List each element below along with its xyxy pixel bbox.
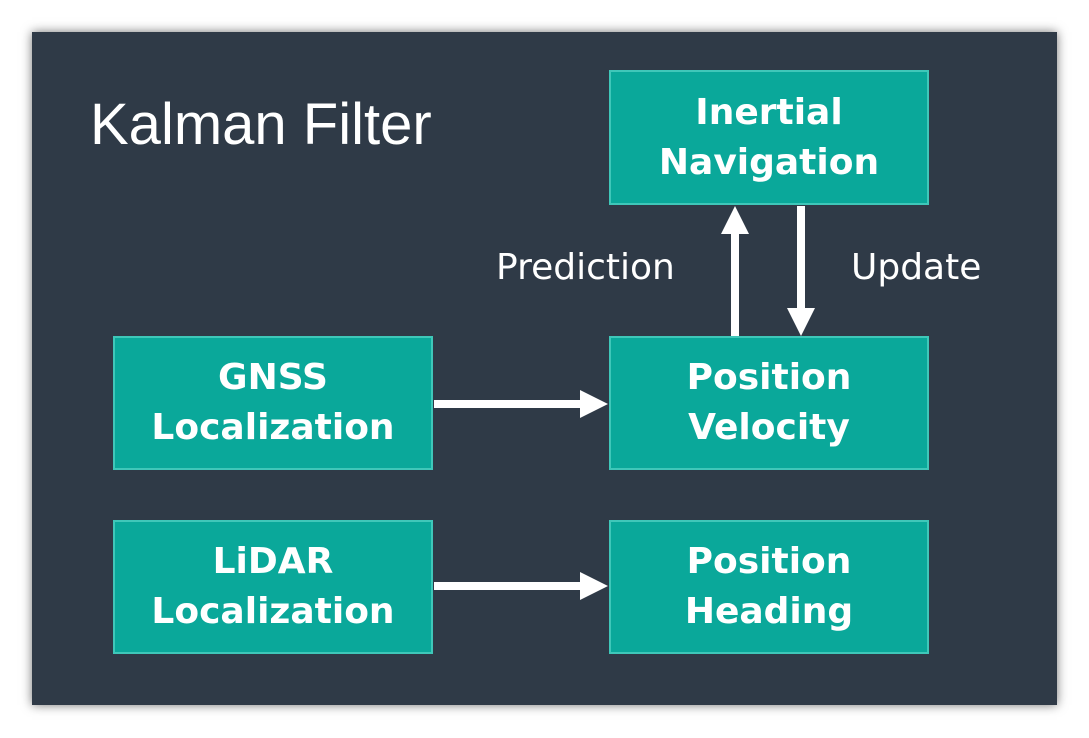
node-lidar-localization-line-1: LiDAR bbox=[212, 541, 334, 582]
edge-label-update: Update bbox=[851, 247, 982, 288]
node-inertial-navigation-line-1: Inertial bbox=[695, 91, 843, 133]
node-lidar-localization: LiDAR Localization bbox=[113, 520, 433, 654]
node-gnss-localization-line-2: Localization bbox=[151, 407, 395, 448]
node-position-heading-line-2: Heading bbox=[684, 591, 854, 632]
node-gnss-localization: GNSS Localization bbox=[113, 336, 433, 470]
node-position-velocity: Position Velocity bbox=[609, 336, 929, 470]
node-position-velocity-line-2: Velocity bbox=[688, 407, 850, 448]
diagram-title: Kalman Filter bbox=[90, 92, 432, 157]
node-position-velocity-line-1: Position bbox=[686, 357, 852, 398]
node-lidar-localization-line-2: Localization bbox=[151, 591, 395, 632]
node-position-heading-line-1: Position bbox=[686, 541, 852, 582]
node-position-heading: Position Heading bbox=[609, 520, 929, 654]
node-inertial-navigation-line-2: Navigation bbox=[658, 141, 880, 183]
node-gnss-localization-line-1: GNSS bbox=[218, 357, 328, 398]
node-inertial-navigation: Inertial Navigation bbox=[609, 70, 929, 205]
edge-label-prediction: Prediction bbox=[496, 247, 675, 288]
